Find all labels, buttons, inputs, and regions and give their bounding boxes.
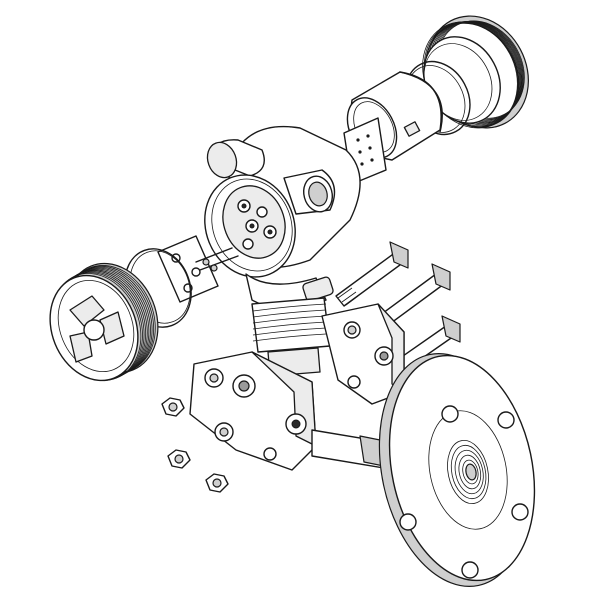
process-flange-right [321,303,405,405]
rear-cover-threaded [422,15,529,129]
front-cover-threaded [49,262,159,382]
neck-threads [252,303,327,342]
terminal-bracket [157,235,239,303]
terminal-block [237,199,277,250]
diaphragm-rings [447,440,489,504]
process-flange-left [189,351,317,471]
hex-nuts [161,397,229,493]
remote-seal-flange [378,353,536,587]
hex-nut-2 [167,449,191,469]
hex-nut-1 [161,397,185,417]
bolt-1 [335,241,409,307]
hex-nut-3 [205,473,229,493]
electronics-housing [204,125,361,310]
